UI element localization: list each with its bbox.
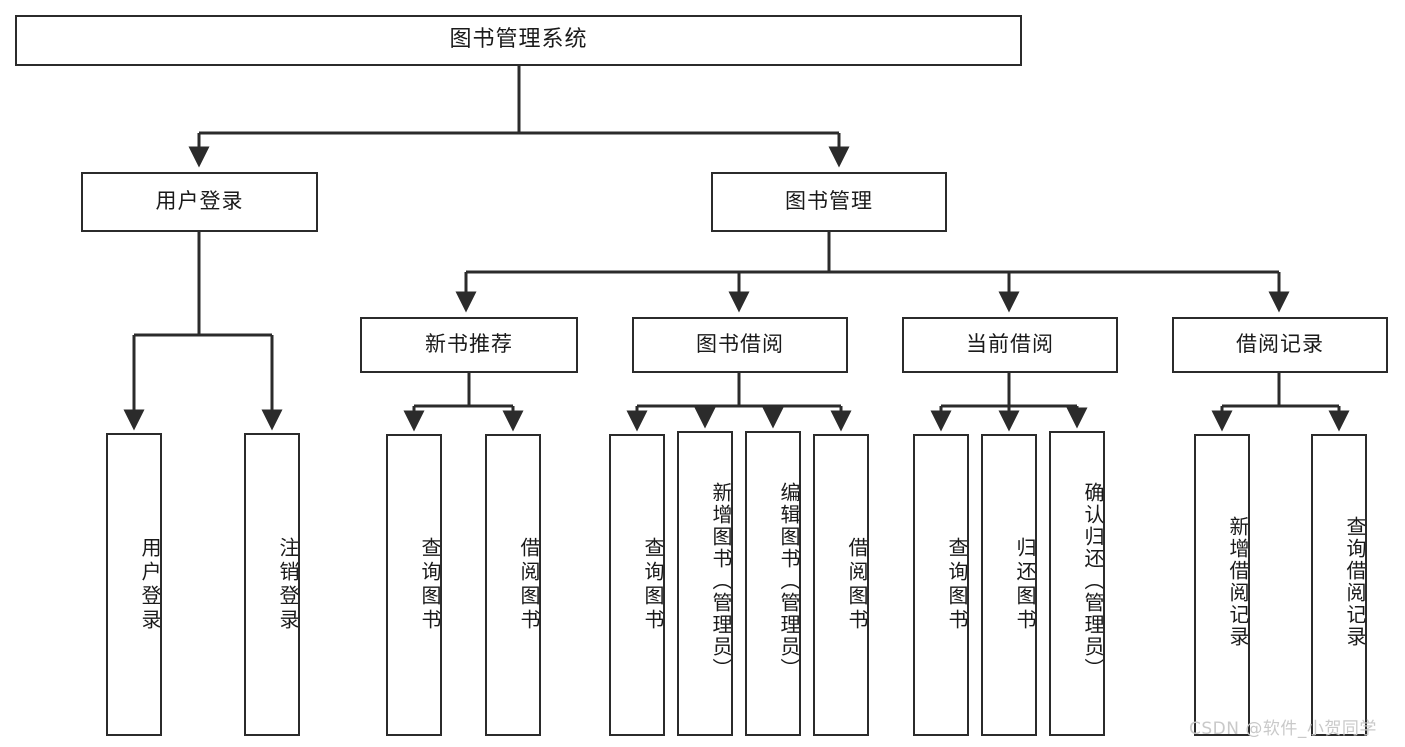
leaf-query-book-1[interactable]: 查询图书	[386, 434, 442, 736]
leaf-logout-login[interactable]: 注销登录	[244, 433, 300, 736]
leaf-add-book[interactable]: 新增图书（管理员）	[677, 431, 733, 736]
node-current-borrow[interactable]: 当前借阅	[902, 317, 1118, 373]
csdn-watermark: CSDN @软件_小贺同学	[1189, 719, 1377, 739]
leaf-add-record[interactable]: 新增借阅记录	[1194, 434, 1250, 736]
leaf-confirm-return[interactable]: 确认归还（管理员）	[1049, 431, 1105, 736]
node-root[interactable]: 图书管理系统	[15, 15, 1022, 66]
leaf-return-book[interactable]: 归还图书	[981, 434, 1037, 736]
node-book-borrow[interactable]: 图书借阅	[632, 317, 848, 373]
leaf-query-record[interactable]: 查询借阅记录	[1311, 434, 1367, 736]
node-book-manage[interactable]: 图书管理	[711, 172, 947, 232]
leaf-edit-book[interactable]: 编辑图书（管理员）	[745, 431, 801, 736]
node-user-login[interactable]: 用户登录	[81, 172, 318, 232]
leaf-query-book-3[interactable]: 查询图书	[913, 434, 969, 736]
node-new-book-recommend[interactable]: 新书推荐	[360, 317, 578, 373]
leaf-borrow-book-1[interactable]: 借阅图书	[485, 434, 541, 736]
leaf-query-book-2[interactable]: 查询图书	[609, 434, 665, 736]
leaf-user-login[interactable]: 用户登录	[106, 433, 162, 736]
node-borrow-record[interactable]: 借阅记录	[1172, 317, 1388, 373]
leaf-borrow-book-2[interactable]: 借阅图书	[813, 434, 869, 736]
